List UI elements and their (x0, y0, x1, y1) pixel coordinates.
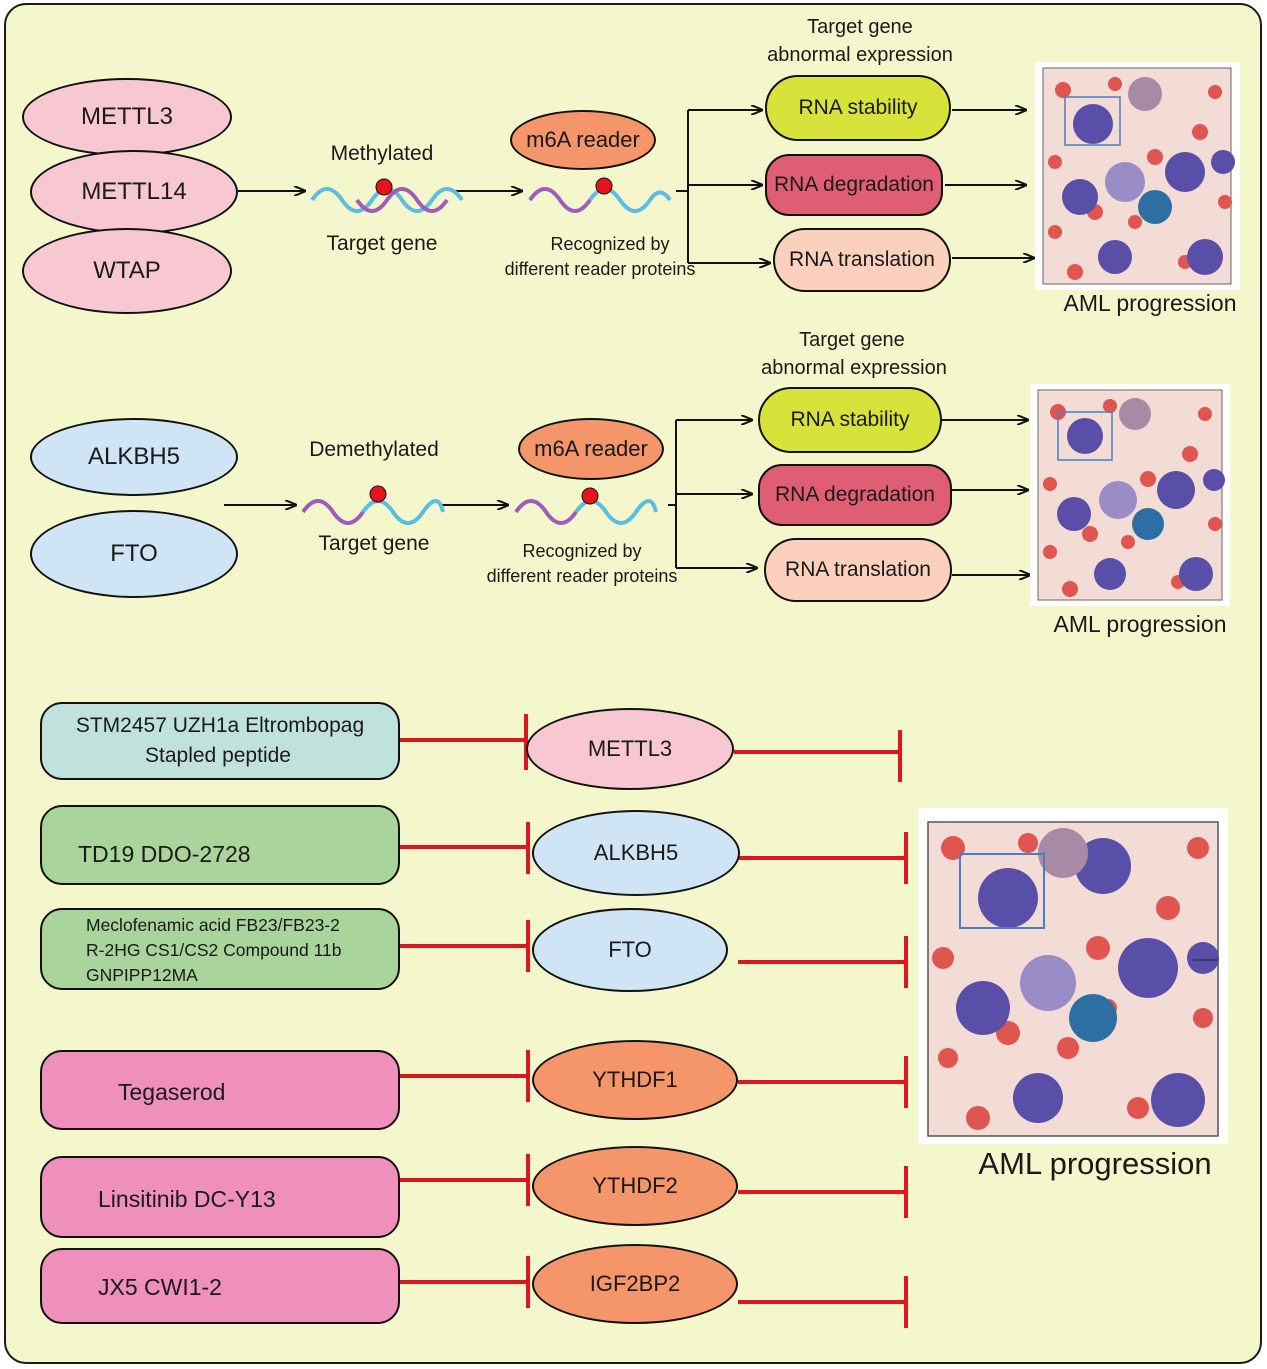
inhibitor-lines (400, 714, 908, 1328)
header-1a: Target gene (807, 16, 913, 38)
aml-cells-image-3 (918, 808, 1228, 1144)
target-fto: FTO (532, 908, 728, 992)
target-ythdf1: YTHDF1 (532, 1040, 738, 1120)
target-gene-label-2: Target gene (318, 532, 430, 555)
writer-mettl3: METTL3 (22, 78, 232, 156)
writer-wtap: WTAP (22, 228, 232, 314)
eraser-fto: FTO (30, 510, 238, 598)
rna-reader-2 (514, 487, 658, 525)
rna-reader-1 (528, 177, 672, 213)
target-gene-label-1: Target gene (326, 232, 438, 255)
target-igf2bp2: IGF2BP2 (532, 1244, 738, 1324)
rna-methylated (310, 178, 464, 213)
demethylated-label: Demethylated (309, 438, 439, 461)
rna-demethylated (301, 485, 445, 525)
aml-progression-label-2: AML progression (1053, 611, 1227, 637)
reader-caption-2a: Recognized by (522, 541, 642, 561)
drug-box-fto: Meclofenamic acid FB23/FB23-2 R-2HG CS1/… (40, 908, 400, 990)
header-2b: abnormal expression (761, 357, 947, 379)
m6a-reader-1: m6A reader (510, 110, 656, 170)
outcome-translation-1: RNA translation (773, 228, 951, 292)
m6a-reader-2: m6A reader (518, 418, 664, 480)
drug-box-mettl3: STM2457 UZH1a Eltrombopag Stapled peptid… (40, 702, 400, 780)
methylated-label: Methylated (330, 142, 434, 165)
outcome-stability-2: RNA stability (758, 387, 942, 453)
target-mettl3: METTL3 (526, 708, 734, 790)
drug-box-alkbh5: TD19 DDO-2728 (40, 805, 400, 885)
target-ythdf2: YTHDF2 (532, 1146, 738, 1226)
aml-cells-image-1 (1035, 62, 1240, 290)
drug-box-ythdf1: Tegaserod (40, 1050, 400, 1130)
drug-box-ythdf2: Linsitinib DC-Y13 (40, 1156, 400, 1238)
reader-caption-1b: different reader proteins (504, 259, 696, 279)
header-1b: abnormal expression (767, 44, 953, 66)
drug-box-igf2bp2: JX5 CWI1-2 (40, 1248, 400, 1324)
outcome-degradation-2: RNA degradation (758, 464, 952, 526)
aml-cells-image-2 (1030, 384, 1230, 606)
aml-progression-label-3: AML progression (978, 1146, 1212, 1181)
target-alkbh5: ALKBH5 (532, 810, 740, 896)
outcome-stability-1: RNA stability (765, 75, 951, 141)
outcome-degradation-1: RNA degradation (765, 154, 943, 216)
writer-mettl14: METTL14 (30, 150, 238, 234)
header-2a: Target gene (799, 329, 905, 351)
eraser-alkbh5: ALKBH5 (30, 418, 238, 496)
reader-caption-2b: different reader proteins (486, 566, 678, 586)
aml-progression-label-1: AML progression (1063, 290, 1237, 316)
reader-caption-1a: Recognized by (550, 234, 670, 254)
outcome-translation-2: RNA translation (764, 538, 952, 602)
